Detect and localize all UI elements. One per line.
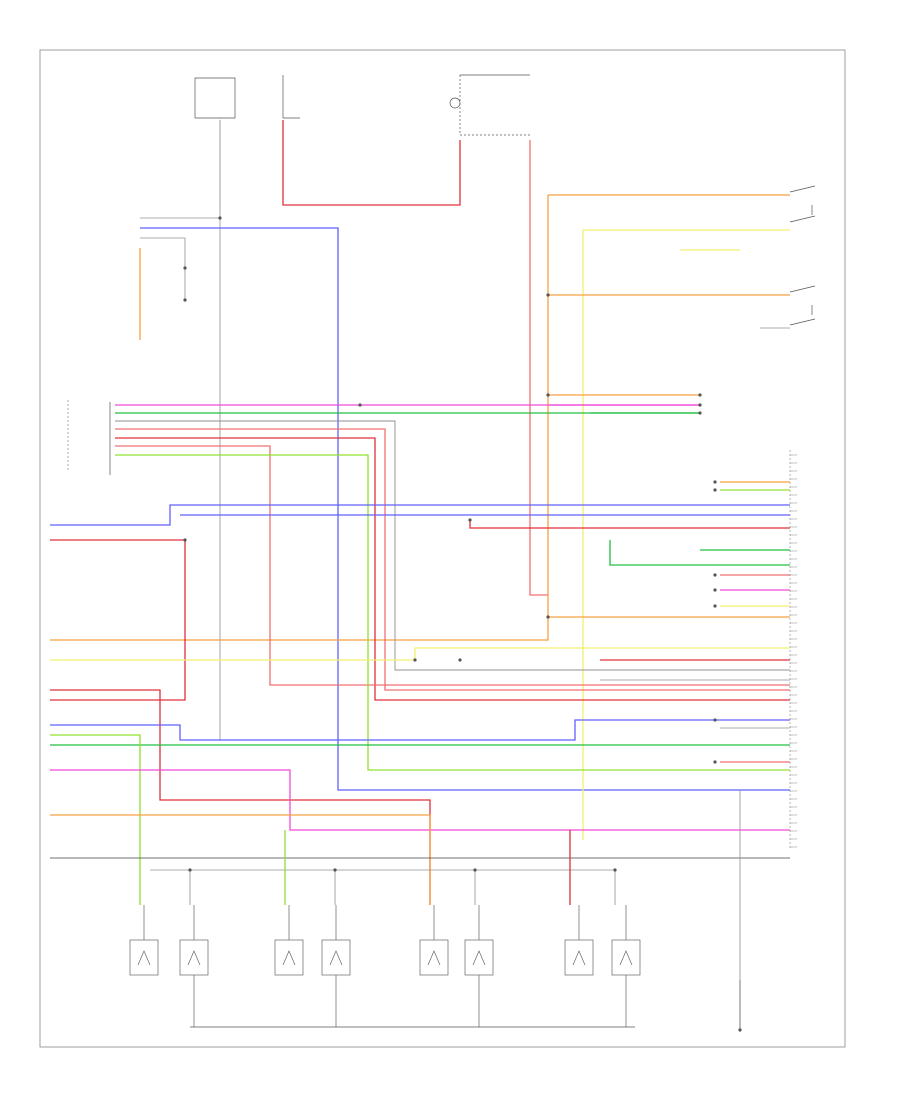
splice-dot	[218, 216, 222, 220]
bottom-connector	[564, 905, 594, 976]
wire-blue-long	[140, 227, 790, 791]
bottom-connector	[611, 905, 641, 1027]
bottom-ground	[738, 980, 742, 1032]
bottom-connector	[129, 905, 159, 976]
wire-gray-3	[115, 420, 790, 671]
wire-yellow-3	[50, 647, 790, 661]
splice-dot	[713, 718, 717, 722]
splice-dot	[468, 518, 472, 522]
splice-dot	[358, 403, 362, 407]
wire-red-1	[115, 437, 790, 701]
bottom-connector	[419, 905, 449, 976]
bottom-connector	[274, 905, 304, 976]
wire-salmon-1	[115, 428, 790, 691]
splice-dot	[713, 573, 717, 577]
wire-lime-3	[50, 734, 141, 905]
splice-dot	[188, 868, 192, 872]
wire-red-3	[469, 520, 790, 529]
splice-dot	[713, 480, 717, 484]
wire-red-2	[50, 539, 186, 701]
wires	[50, 120, 790, 980]
splice-dot	[546, 393, 550, 397]
splice-dot	[458, 658, 462, 662]
splice-dot	[698, 393, 702, 397]
wire-orange-5	[50, 814, 431, 905]
top-right-module	[449, 74, 530, 136]
wire-orange-vertical	[50, 195, 549, 641]
right-connector-pins	[789, 450, 797, 850]
wire-blue-4	[50, 719, 790, 741]
splice-dot	[546, 293, 550, 297]
wire-green-3	[609, 540, 790, 566]
splice-dot	[698, 403, 702, 407]
splice-dot	[413, 658, 417, 662]
bottom-connector	[464, 905, 494, 1027]
right-sensor-lower	[789, 285, 816, 326]
bottom-connector	[321, 905, 351, 1027]
splice-dot	[183, 538, 187, 542]
bottom-connector	[179, 905, 209, 1027]
splice-dot	[183, 266, 187, 270]
bottom-connectors	[129, 905, 641, 1027]
top-mid-relay	[282, 75, 300, 119]
splice-dot	[183, 298, 187, 302]
splice-dot	[713, 488, 717, 492]
splice-dot	[333, 868, 337, 872]
splice-dot	[713, 760, 717, 764]
left-module	[67, 400, 111, 475]
splice-dot	[613, 868, 617, 872]
splice-dot	[698, 411, 702, 415]
wire-lime-1	[115, 454, 790, 771]
wire-red-5	[50, 689, 431, 905]
wire-salmon-2	[115, 445, 790, 686]
wire-blue-2	[50, 504, 790, 526]
diagram-border	[39, 49, 846, 1048]
wire-red-top	[282, 120, 461, 206]
right-sensor-upper	[789, 185, 816, 223]
splice-dot	[546, 615, 550, 619]
splice-dot	[713, 604, 717, 608]
top-left-relay	[194, 77, 236, 210]
wire-gray-2	[140, 237, 186, 300]
splice-dot	[713, 588, 717, 592]
splice-dot	[473, 868, 477, 872]
wire-salmon-top	[529, 140, 548, 596]
wire-pink-4	[50, 769, 790, 831]
